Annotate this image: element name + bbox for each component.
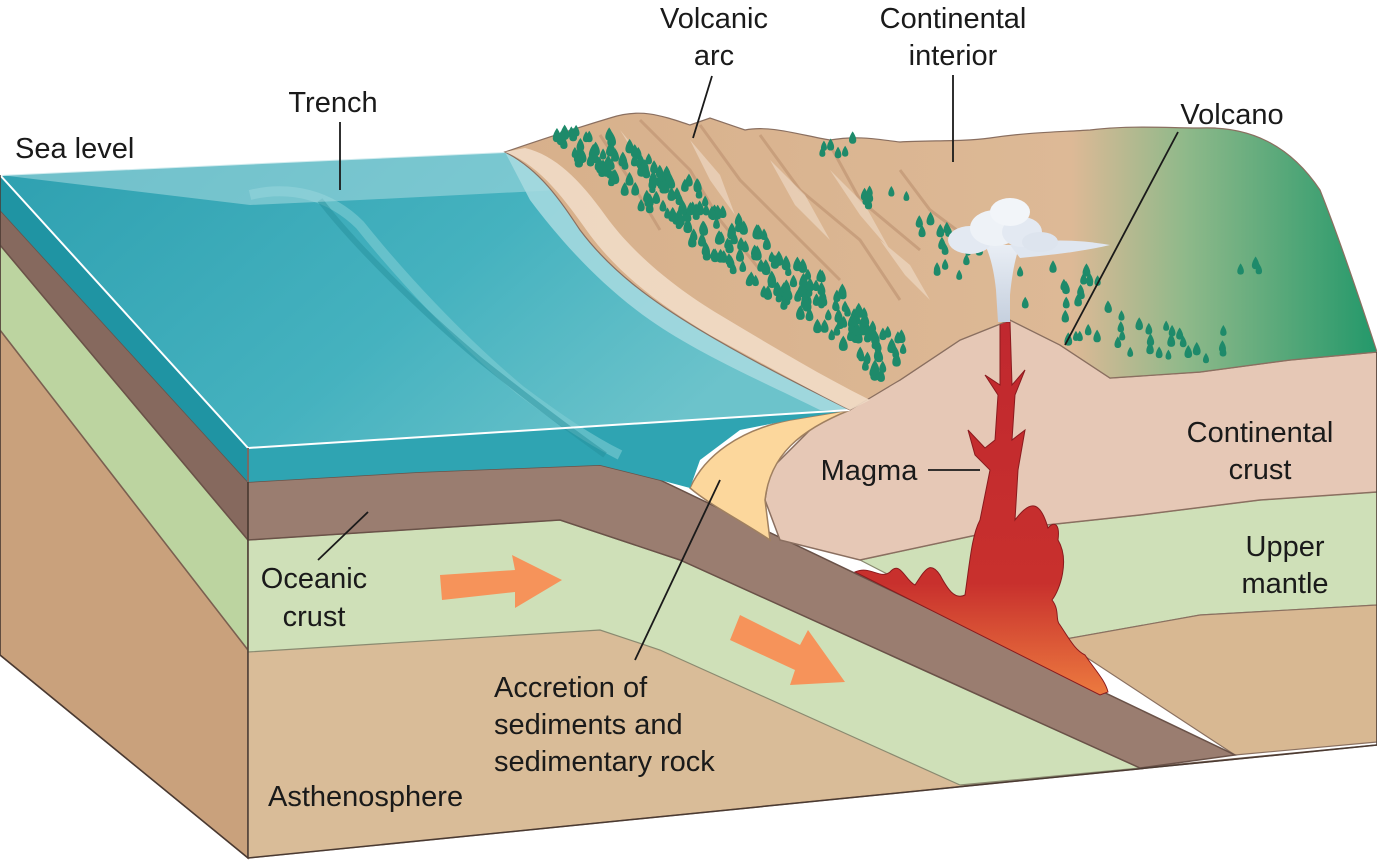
label-oceanic-crust-line1: Oceanic (261, 563, 367, 595)
label-continental-interior-line2: interior (909, 40, 998, 72)
label-sea-level: Sea level (15, 133, 134, 165)
label-trench: Trench (288, 87, 377, 119)
label-asthenosphere: Asthenosphere (268, 781, 463, 813)
tree-icon (849, 131, 856, 143)
label-continental-crust-line2: crust (1229, 454, 1292, 486)
label-accretion-line2: sediments and (494, 709, 683, 741)
label-accretion-line3: sedimentary rock (494, 746, 715, 778)
label-volcano: Volcano (1180, 99, 1283, 131)
steam-puff-5 (1022, 232, 1058, 252)
label-continental-crust-line1: Continental (1187, 417, 1334, 449)
label-upper-mantle-line1: Upper (1246, 531, 1325, 563)
label-volcanic-arc-line2: arc (694, 40, 734, 72)
label-volcanic-arc-line1: Volcanic (660, 3, 768, 35)
label-accretion-line1: Accretion of (494, 672, 648, 704)
label-magma: Magma (821, 455, 919, 487)
label-oceanic-crust-line2: crust (283, 601, 346, 633)
label-continental-interior-line1: Continental (880, 3, 1027, 35)
steam-puff-4 (990, 198, 1030, 226)
label-upper-mantle-line2: mantle (1241, 568, 1328, 600)
